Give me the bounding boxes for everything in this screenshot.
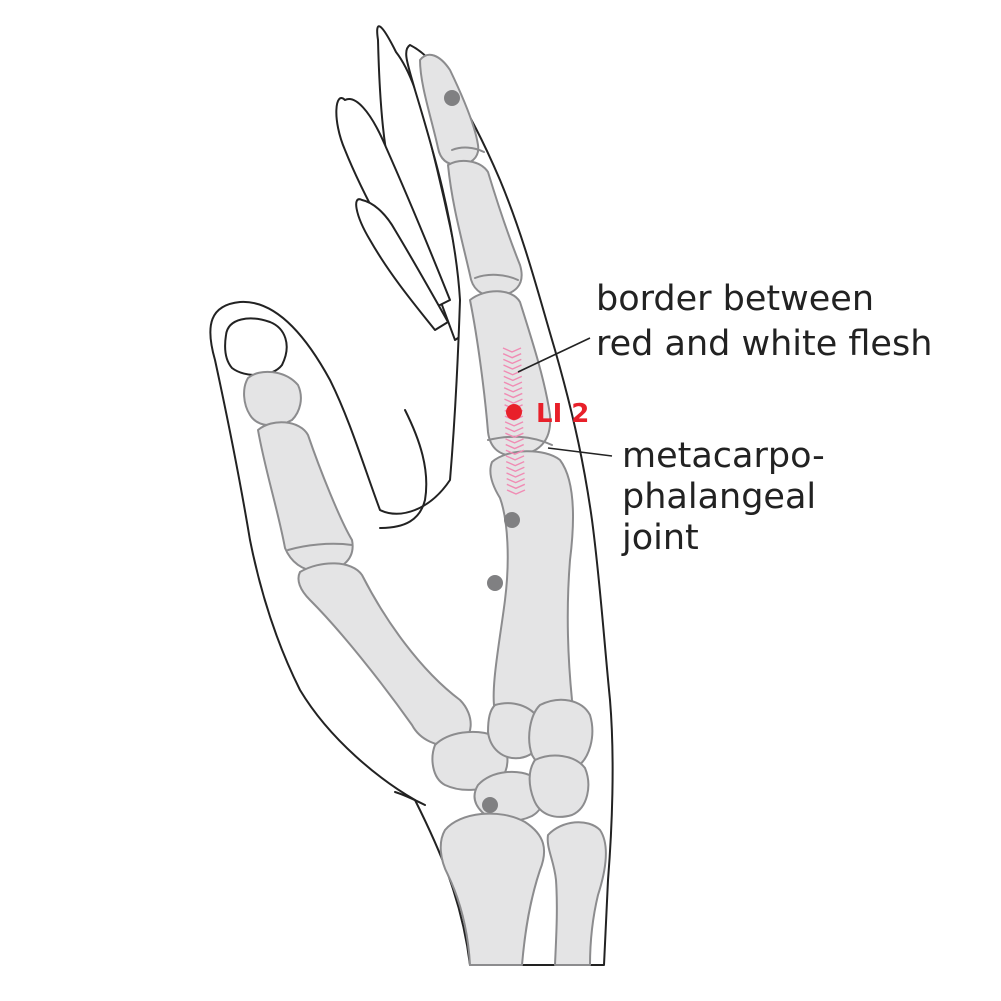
hatch-chevron	[503, 387, 523, 393]
reference-point-li3	[504, 512, 520, 528]
hatch-chevron	[502, 353, 522, 359]
hatch-chevron	[506, 466, 525, 473]
reference-point-li5	[482, 797, 498, 813]
hatch-chevron	[505, 449, 525, 456]
lunate	[528, 754, 590, 818]
hatch-chevron	[503, 392, 523, 399]
hatch-chevron	[502, 347, 522, 353]
hatch-chevron	[503, 375, 523, 382]
index-mcp-line	[487, 435, 553, 446]
joint-leader-line	[547, 447, 613, 457]
hatch-chevron	[504, 426, 524, 433]
joint-label-line-2: phalangeal	[622, 477, 816, 517]
hatch-chevron	[504, 415, 524, 421]
hatch-chevron	[505, 455, 525, 461]
acupoint-li2-marker	[506, 404, 522, 420]
index-middle-phalanx	[447, 159, 523, 297]
hatch-chevron	[506, 478, 525, 484]
border-leader-line	[517, 337, 591, 373]
hatch-chevron	[503, 381, 523, 387]
hatch-chevron	[505, 443, 525, 450]
joint-label-line-3: joint	[621, 518, 699, 558]
carpal-bones	[431, 698, 594, 822]
thumb-nail	[224, 317, 288, 377]
ulna	[546, 821, 607, 966]
little-finger-outline	[355, 198, 449, 331]
radius	[439, 812, 546, 966]
hatch-chevron	[505, 438, 524, 444]
hatch-chevron	[504, 421, 524, 427]
hatch-chevron	[505, 432, 524, 438]
index-dip-line	[451, 146, 485, 153]
hatch-chevron	[504, 398, 523, 404]
border-label-line-2: red and white flesh	[596, 324, 932, 364]
reference-point-li4	[487, 575, 503, 591]
thumb-distal-phalanx	[243, 370, 302, 427]
hatch-chevron	[503, 358, 522, 365]
back-fingers	[335, 25, 471, 341]
hatch-chevron	[506, 472, 525, 478]
wrist-crease	[394, 791, 426, 806]
border-label-line-1: border between	[596, 279, 874, 319]
acupoint-li2-label: LI 2	[536, 399, 589, 429]
forearm-bones	[439, 812, 607, 966]
hatch-chevron	[503, 364, 522, 370]
thumb-joint-line	[287, 542, 353, 551]
index-pip-line	[474, 273, 519, 281]
hatch-chevron	[506, 489, 526, 495]
reference-points	[444, 90, 520, 813]
reference-point-fingertip	[444, 90, 460, 106]
thenar-crease	[379, 409, 428, 529]
hatch-chevron	[505, 460, 525, 467]
flesh-border-hatch	[502, 347, 526, 495]
trapezoid	[487, 702, 543, 760]
joint-label-line-1: metacarpo-	[622, 436, 825, 476]
thumb-bones	[243, 370, 472, 747]
hatch-chevron	[506, 483, 526, 490]
